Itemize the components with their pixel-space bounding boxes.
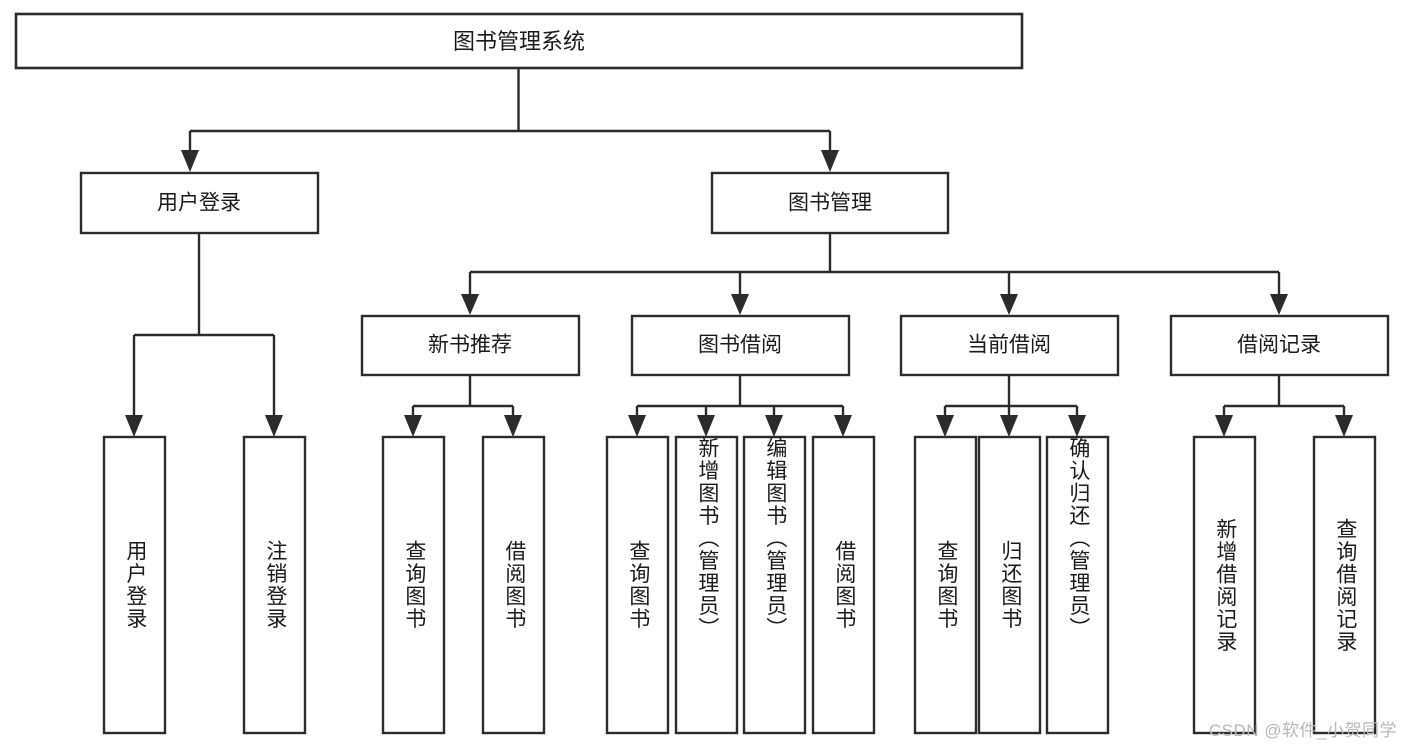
- node-book-management-box: [710, 171, 950, 235]
- arrow-leaf-borrow-book-1: [504, 415, 522, 437]
- arrow-leaf-logout-login: [265, 415, 283, 437]
- arrow-leaf-query-book-3: [936, 415, 954, 437]
- connector-group: [125, 68, 1353, 437]
- node-user-login-box: [79, 171, 320, 235]
- arrow-to-current-borrow: [1000, 294, 1018, 315]
- node-book-borrow-box: [630, 314, 851, 377]
- leaf-box-query-book-1[interactable]: [381, 435, 446, 735]
- arrow-leaf-borrow-book-2: [834, 415, 852, 437]
- arrow-leaf-query-book-1: [404, 415, 422, 437]
- leaf-box-add-book[interactable]: [674, 435, 739, 735]
- arrow-leaf-confirm-return: [1068, 415, 1086, 437]
- arrow-root-to-user-login: [181, 150, 199, 172]
- node-borrow-record-label: 借阅记录: [1237, 334, 1321, 357]
- leaf-box-borrow-book-2[interactable]: [811, 435, 876, 735]
- leaf-box-group: [102, 435, 1377, 735]
- arrow-leaf-add-book: [697, 415, 715, 437]
- arrow-leaf-add-record: [1215, 415, 1233, 437]
- arrow-to-book-borrow: [731, 294, 749, 315]
- node-current-borrow[interactable]: 当前借阅: [899, 314, 1120, 377]
- node-user-login[interactable]: 用户登录: [79, 171, 320, 235]
- arrow-leaf-edit-book: [765, 415, 783, 437]
- leaf-box-edit-book[interactable]: [742, 435, 807, 735]
- node-borrow-record[interactable]: 借阅记录: [1169, 314, 1390, 377]
- node-new-book-recommend-box: [360, 314, 581, 377]
- arrow-to-borrow-record: [1270, 294, 1288, 315]
- leaf-box-query-book-2[interactable]: [605, 435, 670, 735]
- node-current-borrow-box: [899, 314, 1120, 377]
- arrow-to-new-book: [461, 294, 479, 315]
- leaf-box-query-book-3[interactable]: [913, 435, 978, 735]
- arrow-leaf-query-record: [1335, 415, 1353, 437]
- leaf-box-query-record[interactable]: [1312, 435, 1377, 735]
- node-root-system-label: 图书管理系统: [453, 29, 585, 54]
- arrow-root-to-book-mgmt: [821, 150, 839, 172]
- node-user-login-label: 用户登录: [157, 192, 241, 215]
- leaf-box-add-record[interactable]: [1192, 435, 1257, 735]
- node-book-borrow[interactable]: 图书借阅: [630, 314, 851, 377]
- arrow-leaf-query-book-2: [628, 415, 646, 437]
- node-book-management[interactable]: 图书管理: [710, 171, 950, 235]
- csdn-watermark: CSDN @软件_小贺同学: [1208, 721, 1397, 740]
- arrow-leaf-user-login: [125, 415, 143, 437]
- leaf-box-confirm-return[interactable]: [1045, 435, 1110, 735]
- node-book-borrow-label: 图书借阅: [698, 334, 782, 357]
- leaf-box-user-login[interactable]: [102, 435, 167, 735]
- node-new-book-recommend-label: 新书推荐: [428, 334, 512, 357]
- node-current-borrow-label: 当前借阅: [967, 334, 1051, 357]
- node-root-system-box: [14, 12, 1024, 70]
- leaf-box-borrow-book-1[interactable]: [481, 435, 546, 735]
- leaf-box-return-book[interactable]: [977, 435, 1042, 735]
- node-book-management-label: 图书管理: [788, 192, 872, 215]
- arrow-leaf-return-book: [1000, 415, 1018, 437]
- node-root-system[interactable]: 图书管理系统: [14, 12, 1024, 70]
- node-new-book-recommend[interactable]: 新书推荐: [360, 314, 581, 377]
- leaf-box-logout-login[interactable]: [242, 435, 307, 735]
- node-borrow-record-box: [1169, 314, 1390, 377]
